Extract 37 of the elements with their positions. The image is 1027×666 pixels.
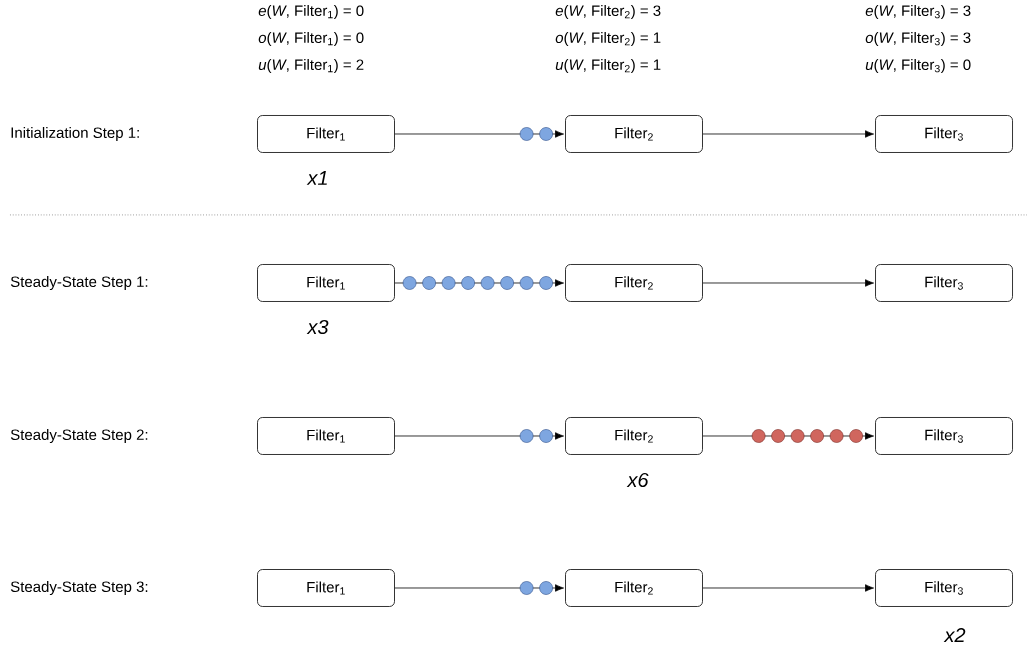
arrow [394,432,564,440]
filter-box: Filter$_{1}$ [257,417,395,455]
formula-text: o(W, Filter$_{2}$) = 1 [555,32,661,46]
filter-box: Filter$_{3}$ [875,417,1013,455]
step-label: Steady-State Step 3: [10,581,148,595]
step-label: Initialization Step 1: [11,127,139,141]
arrow [702,584,874,592]
filter-box: Filter$_{2}$ [565,264,703,302]
filter-box: Filter$_{2}$ [565,569,703,607]
filter-box: Filter$_{1}$ [257,115,395,153]
execution-count: x1 [306,171,327,185]
formula-text: u(W, Filter$_{2}$) = 1 [555,59,661,73]
step-label: Steady-State Step 1: [10,276,148,290]
filter-box: Filter$_{3}$ [875,569,1013,607]
formula-text: e(W, Filter$_{3}$) = 3 [865,5,971,19]
step-label: Steady-State Step 2: [10,429,148,443]
filter-box: Filter$_{3}$ [875,115,1013,153]
filter-box: Filter$_{2}$ [565,115,703,153]
formula-text: u(W, Filter$_{1}$) = 2 [258,59,364,73]
arrow [702,432,874,440]
formula-text: e(W, Filter$_{1}$) = 0 [258,5,364,19]
arrow [702,279,874,287]
formula-text: o(W, Filter$_{3}$) = 3 [865,32,971,46]
formula-text: e(W, Filter$_{2}$) = 3 [555,5,661,19]
filter-box: Filter$_{2}$ [565,417,703,455]
execution-count: x6 [626,472,649,488]
arrow [394,584,564,592]
execution-count: x3 [306,319,329,335]
filter-box: Filter$_{3}$ [875,264,1013,302]
formula-text: o(W, Filter$_{1}$) = 0 [258,32,364,46]
execution-count: x2 [943,628,966,642]
arrow [702,130,874,138]
arrow [394,130,564,138]
filter-box: Filter$_{1}$ [257,264,395,302]
arrow [394,279,564,287]
filter-box: Filter$_{1}$ [257,569,395,607]
formula-text: u(W, Filter$_{3}$) = 0 [865,59,971,73]
